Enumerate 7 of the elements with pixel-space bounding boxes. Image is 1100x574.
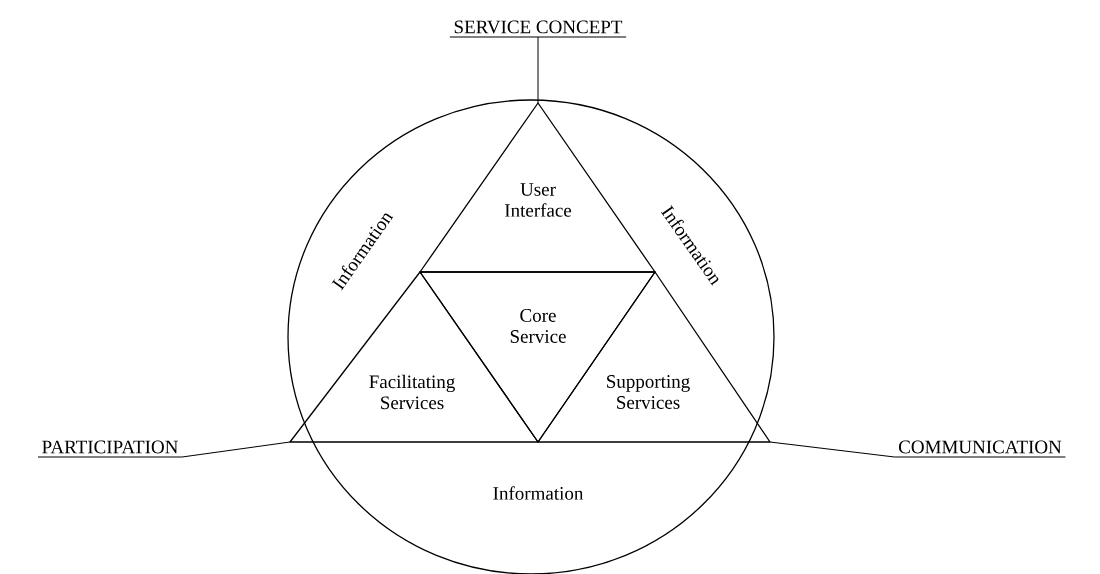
triangle-region: User Interface xyxy=(419,102,656,273)
leader-line xyxy=(181,441,291,458)
leader-line xyxy=(537,36,539,104)
leader-line xyxy=(769,441,896,458)
underlined-label: COMMUNICATION xyxy=(894,440,1066,458)
underlined-label: SERVICE CONCEPT xyxy=(449,20,627,38)
underlined-label: PARTICIPATION xyxy=(37,440,183,458)
